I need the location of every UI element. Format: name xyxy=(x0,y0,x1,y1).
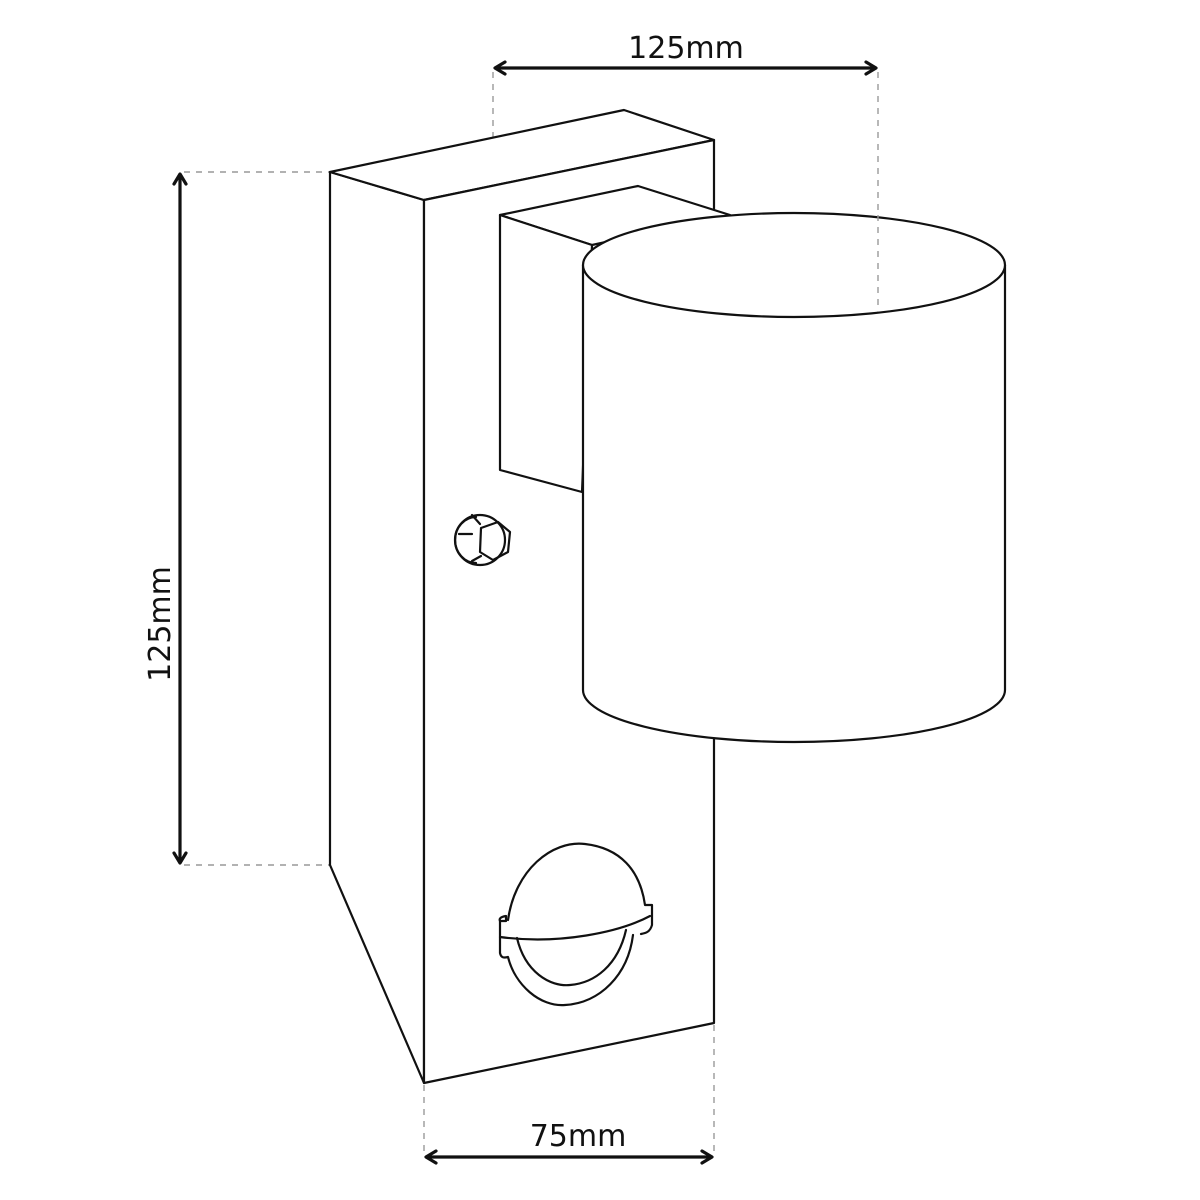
dimension-height-label: 125mm xyxy=(143,566,178,682)
dimension-depth: 75mm xyxy=(424,1119,714,1165)
extension-lines xyxy=(184,72,879,1153)
arm-front-face xyxy=(498,213,594,494)
dimension-depth-label: 75mm xyxy=(530,1119,627,1154)
dimension-width: 125mm xyxy=(493,31,878,76)
cylinder-top xyxy=(581,211,1007,319)
adjustment-screw-icon xyxy=(453,513,512,567)
backplate-side-face xyxy=(328,170,426,1085)
dimension-width-label: 125mm xyxy=(628,31,744,66)
pir-sensor-icon xyxy=(498,842,654,1007)
cylinder-lamp-head xyxy=(581,211,1007,744)
dimension-height: 125mm xyxy=(143,172,188,865)
mounting-arm xyxy=(498,184,732,494)
